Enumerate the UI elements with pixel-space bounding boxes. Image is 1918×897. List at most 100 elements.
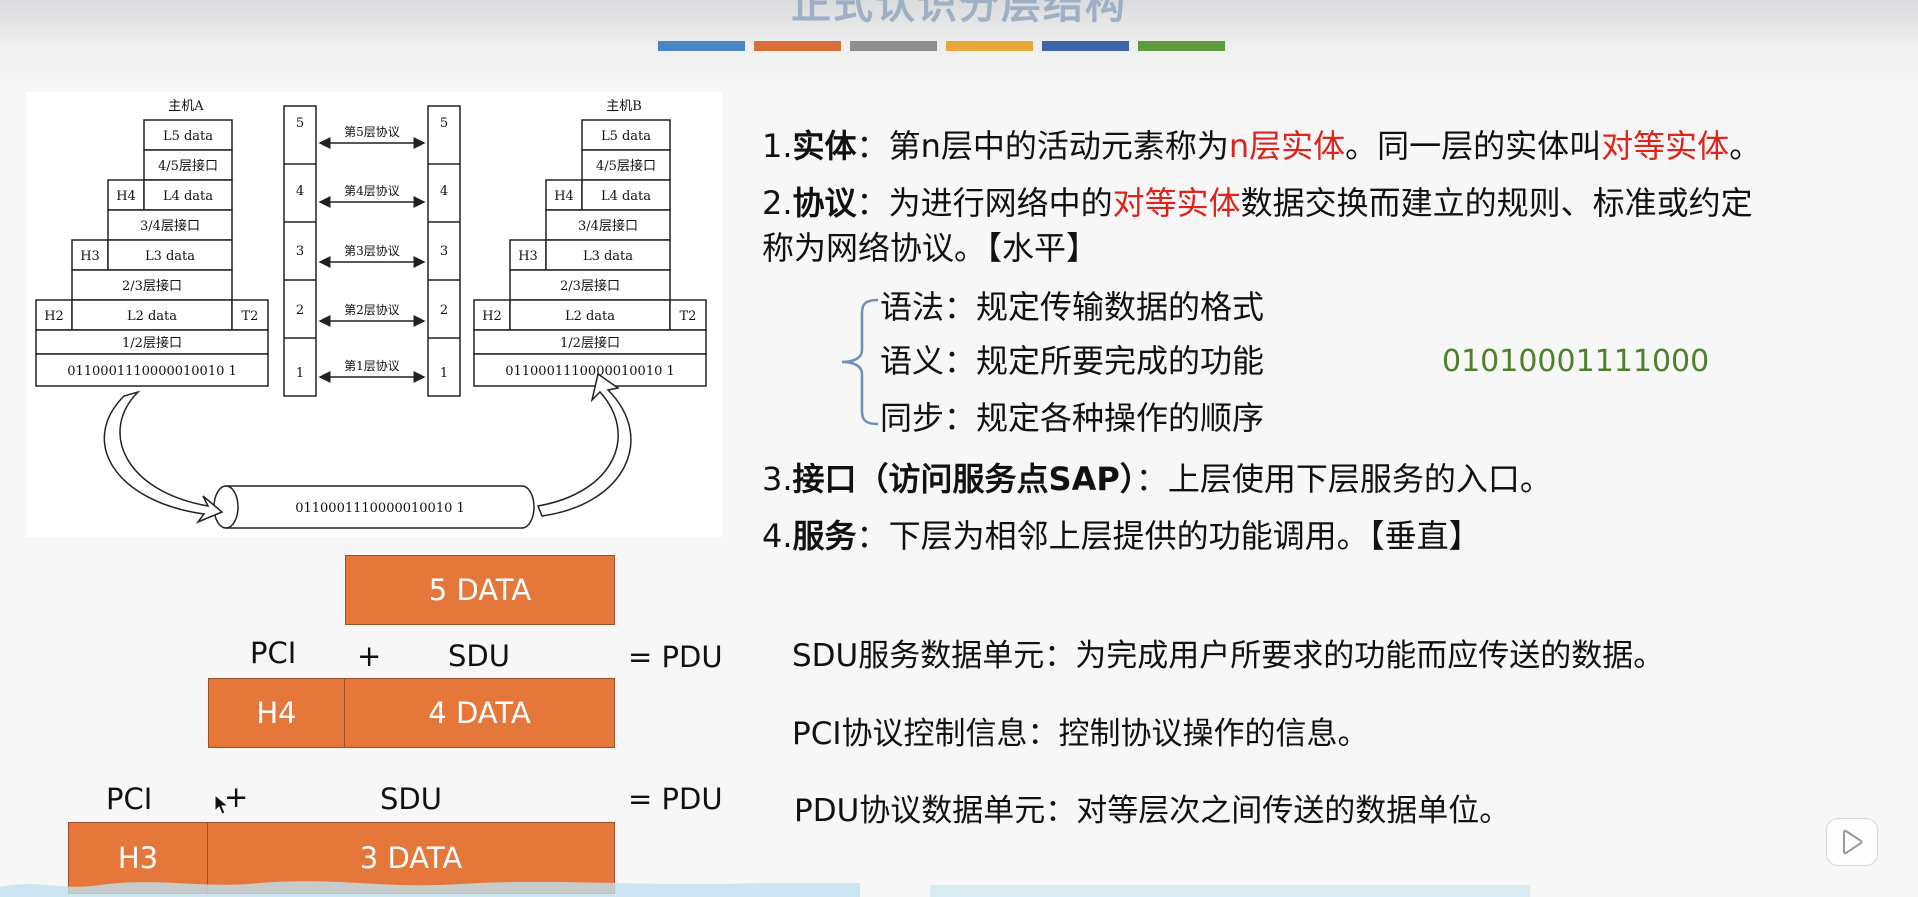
protocol-label-2: 第2层协议 [344,302,400,317]
layer-number-left-4: 4 [296,184,304,199]
point-separator: ： [856,517,889,555]
element-syntax: 语法：规定传输数据的格式 [880,288,1265,326]
plus-sign: + [357,639,382,673]
point-service: 4.服务：下层为相邻上层提供的功能调用。【垂直】 [762,516,1481,556]
slide-title: 正式认识分层结构 [791,0,1127,28]
element-timing: 同步：规定各种操作的顺序 [880,399,1265,437]
highlight-n-layer-entity: n层实体 [1228,127,1346,165]
header-block-h3: H3 [68,822,208,894]
stack-a-t2: T2 [242,309,259,324]
highlight-peer-entity: 对等实体 [1601,127,1730,165]
title-color-bar [658,41,1225,51]
point-protocol: 2.协议：为进行网络中的对等实体数据交换而建立的规则、标准或约定 [762,183,1753,223]
layer-number-right-4: 4 [440,184,448,199]
sdu-label: SDU [448,639,510,673]
host-b-label: 主机B [606,99,642,114]
highlight-peer-entity: 对等实体 [1112,184,1241,222]
point-text: 下层为相邻上层提供的功能调用。【垂直】 [888,517,1481,555]
color-segment [754,41,841,51]
point-text: 。 [1729,127,1762,165]
point-separator: ： [1135,460,1168,498]
protocol-label-4: 第4层协议 [344,183,400,198]
stack-b-12: 1/2层接口 [560,335,620,351]
stack-a-bits: 0110001110000010010 1 [67,364,237,379]
point-term: 接口（访问服务点SAP） [792,460,1136,498]
play-button[interactable] [1826,818,1878,866]
stack-a-45: 4/5层接口 [158,158,218,174]
pipe-bits: 0110001110000010010 1 [295,501,465,516]
point-number: 3. [762,460,793,498]
plus-sign: + [224,780,249,814]
pdu-label: = PDU [628,640,723,674]
point-number: 1. [762,127,793,165]
point-term: 实体 [792,127,857,165]
layer-number-left-2: 2 [296,303,304,318]
stack-b-l3: L3 data [583,249,633,264]
point-separator: ： [856,127,889,165]
point-number: 2. [762,184,793,222]
stack-b-h2: H2 [482,309,502,324]
host-a-label: 主机A [168,99,204,114]
stack-b-bits: 0110001110000010010 1 [505,364,675,379]
layer-number-right-1: 1 [440,366,448,381]
color-segment [1042,41,1129,51]
stack-b-34: 3/4层接口 [578,218,638,234]
sdu-label: SDU [380,782,442,816]
point-term: 服务 [792,517,857,555]
protocol-label-3: 第3层协议 [344,243,400,258]
brace-icon [841,298,879,426]
layer-architecture-diagram: 主机A L5 data 4/5层接口 H4 L4 data 3/4层接口 H3 … [26,92,722,537]
binary-example: 01010001111000 [1442,344,1710,379]
layer-number-right-3: 3 [440,244,448,259]
stack-b-l5: L5 data [601,129,651,144]
definition-pdu: PDU协议数据单元：对等层次之间传送的数据单位。 [794,793,1511,829]
header-block-h4: H4 [208,678,345,748]
stack-a-h4: H4 [116,189,136,204]
mouse-cursor-icon [214,794,230,815]
point-number: 4. [762,517,793,555]
color-segment [946,41,1033,51]
stack-b-45: 4/5层接口 [596,158,656,174]
stack-a-h2: H2 [44,309,64,324]
color-segment [850,41,937,51]
stack-a-h3: H3 [80,249,100,264]
stack-a-l5: L5 data [163,129,213,144]
point-interface: 3.接口（访问服务点SAP）：上层使用下层服务的入口。 [762,459,1552,499]
stack-b-t2: T2 [680,309,697,324]
layer-number-left-1: 1 [296,366,304,381]
play-icon [1843,829,1863,855]
point-text: 。同一层的实体叫 [1345,127,1602,165]
element-semantics: 语义：规定所要完成的功能 [880,342,1265,380]
protocol-label-1: 第1层协议 [344,358,400,373]
point-protocol-line2: 称为网络协议。【水平】 [762,229,1099,267]
point-entity: 1.实体：第n层中的活动元素称为n层实体。同一层的实体叫对等实体。 [762,126,1761,166]
point-term: 协议 [792,184,857,222]
definition-pci: PCI协议控制信息：控制协议操作的信息。 [792,716,1369,752]
color-segment [1138,41,1225,51]
stack-a-l3: L3 data [145,249,195,264]
point-text: 上层使用下层服务的入口。 [1167,460,1552,498]
stack-b-l4: L4 data [601,189,651,204]
pci-label: PCI [106,782,153,816]
point-text: 数据交换而建立的规则、标准或约定 [1240,184,1753,222]
stack-b-l2: L2 data [565,309,615,324]
stack-b-h4: H4 [554,189,574,204]
stack-a-23: 2/3层接口 [122,278,182,294]
decorative-wave [0,881,1530,897]
point-text: 第n层中的活动元素称为 [888,127,1229,165]
color-segment [658,41,745,51]
definition-sdu: SDU服务数据单元：为完成用户所要求的功能而应传送的数据。 [792,638,1665,674]
stack-a-l2: L2 data [127,309,177,324]
layer-number-right-5: 5 [440,116,448,131]
stack-a-12: 1/2层接口 [122,335,182,351]
point-separator: ： [856,184,889,222]
pdu-label: = PDU [628,782,723,816]
data-block-layer4: 4 DATA [344,678,615,748]
stack-a-34: 3/4层接口 [140,218,200,234]
point-text: 为进行网络中的 [888,184,1113,222]
stack-b-h3: H3 [518,249,538,264]
layer-number-left-3: 3 [296,244,304,259]
layer-number-right-2: 2 [440,303,448,318]
stack-a-l4: L4 data [163,189,213,204]
stack-b-23: 2/3层接口 [560,278,620,294]
